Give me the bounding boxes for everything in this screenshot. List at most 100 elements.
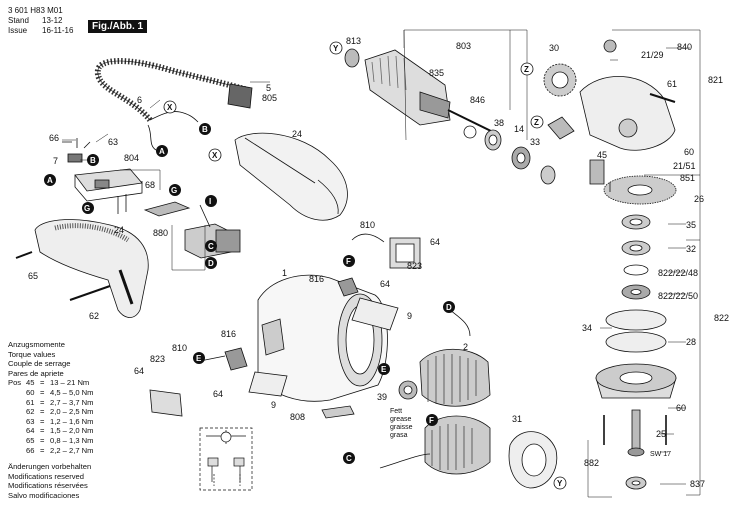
torque-value: 1,5 – 2,0 Nm xyxy=(50,426,94,436)
marker-z: Z xyxy=(524,65,529,74)
torque-pos: 62 xyxy=(26,407,35,417)
marker-d: D xyxy=(446,303,452,312)
part-number: 804 xyxy=(124,153,139,163)
part-number: 823 xyxy=(407,261,422,271)
part-number: 64 xyxy=(213,389,223,399)
torque-value: 13 – 21 Nm xyxy=(50,378,90,388)
torque-value: 1,2 – 1,6 Nm xyxy=(50,416,94,426)
part-number: 9 xyxy=(271,400,276,410)
part-number: 24 xyxy=(114,225,124,235)
gear-housing xyxy=(579,75,676,151)
part-number: 39 xyxy=(377,392,387,402)
part-number: 31 xyxy=(512,414,522,424)
part-number: 823 xyxy=(150,354,165,364)
part-number: 2 xyxy=(463,342,468,352)
part-number: 33 xyxy=(530,137,540,147)
torque-heading-es: Pares de apriete xyxy=(8,368,64,378)
part-number: 21/29 xyxy=(641,50,664,60)
part-number: 840 xyxy=(677,42,692,52)
reference-markers: X B A B A G G I C D X Y Z Z F D E E F xyxy=(44,41,567,490)
torque-pos: 65 xyxy=(26,435,35,445)
part-number: 822/22/48 xyxy=(658,268,698,278)
wrench-size-label: SW 17 xyxy=(650,451,671,458)
marker-g: G xyxy=(171,186,177,195)
torque-value: 0,8 – 1,3 Nm xyxy=(50,435,94,445)
part-number: 6 xyxy=(137,95,142,105)
part-number: 9 xyxy=(407,311,412,321)
part-number: 24 xyxy=(292,129,302,139)
footer-line: Änderungen vorbehalten xyxy=(8,462,92,471)
part-number: 45 xyxy=(597,150,607,160)
part-number: 813 xyxy=(346,36,361,46)
part-number: 63 xyxy=(108,137,118,147)
housing-half xyxy=(234,132,348,221)
part-number: 30 xyxy=(549,43,559,53)
footer-line: Salvo modificaciones xyxy=(8,490,80,500)
torque-pos: 63 xyxy=(26,416,35,426)
part-number: 810 xyxy=(360,220,375,230)
part-number: 822/22/50 xyxy=(658,291,698,301)
part-number: 803 xyxy=(456,41,471,51)
marker-y: Y xyxy=(333,44,339,53)
part-number: 822 xyxy=(714,313,729,323)
grease-note-en: grease xyxy=(390,416,412,423)
modifications-note: Änderungen vorbehalten Modifications res… xyxy=(8,462,91,500)
part-number: 60 xyxy=(684,147,694,157)
marker-f: F xyxy=(346,257,351,266)
part-number: 25 xyxy=(656,429,666,439)
grease-note-de: Fett xyxy=(390,408,402,415)
part-number: 66 xyxy=(49,133,59,143)
field-coil xyxy=(419,348,491,407)
issue-label: Issue xyxy=(8,26,28,35)
marker-i: I xyxy=(209,197,211,206)
part-number: 816 xyxy=(309,274,324,284)
part-number: 810 xyxy=(172,343,187,353)
part-number: 34 xyxy=(582,323,592,333)
part-number: 68 xyxy=(145,180,155,190)
part-number: 1 xyxy=(282,268,287,278)
stand-label: Stand xyxy=(8,16,29,25)
marker-g: G xyxy=(84,204,90,213)
marker-z: Z xyxy=(534,118,539,127)
marker-e: E xyxy=(196,354,202,363)
marker-b: B xyxy=(90,156,96,165)
part-number: 60 xyxy=(676,403,686,413)
marker-x: X xyxy=(167,103,173,112)
torque-heading-en: Torque values xyxy=(8,349,56,359)
torque-value: 2,7 – 3,7 Nm xyxy=(50,397,94,407)
part-number: 65 xyxy=(28,271,38,281)
part-number: 35 xyxy=(686,220,696,230)
torque-values-table: Anzugsmomente Torque values Couple de se… xyxy=(8,340,106,455)
stand-value: 13-12 xyxy=(42,16,63,25)
part-number: 14 xyxy=(514,124,524,134)
grease-note-fr: graisse xyxy=(390,424,413,431)
marker-c: C xyxy=(208,242,214,251)
torque-pos: 64 xyxy=(26,426,35,436)
marker-f: F xyxy=(429,416,434,425)
part-number: 851 xyxy=(680,173,695,183)
torque-value: 4,5 – 5,0 Nm xyxy=(50,387,94,397)
part-number: 882 xyxy=(584,458,599,468)
part-number: 62 xyxy=(89,311,99,321)
torque-heading-de: Anzugsmomente xyxy=(8,340,65,349)
marker-a: A xyxy=(159,147,165,156)
part-number: 5 xyxy=(266,83,271,93)
torque-heading-fr: Couple de serrage xyxy=(8,359,71,369)
part-number: 28 xyxy=(686,337,696,347)
torque-pos: 66 xyxy=(26,445,35,455)
marker-b: B xyxy=(202,125,208,134)
part-number: 61 xyxy=(667,79,677,89)
document-number: 3 601 H83 M01 xyxy=(8,6,63,15)
part-number: 64 xyxy=(430,237,440,247)
marker-d: D xyxy=(208,259,214,268)
footer-line: Modifications réservées xyxy=(8,481,88,491)
torque-pos-label: Pos xyxy=(8,378,22,388)
part-number: 835 xyxy=(429,68,444,78)
part-number: 32 xyxy=(686,244,696,254)
part-number: 38 xyxy=(494,118,504,128)
part-number: 846 xyxy=(470,95,485,105)
footer-line: Modifications reserved xyxy=(8,471,84,481)
part-number: 880 xyxy=(153,228,168,238)
